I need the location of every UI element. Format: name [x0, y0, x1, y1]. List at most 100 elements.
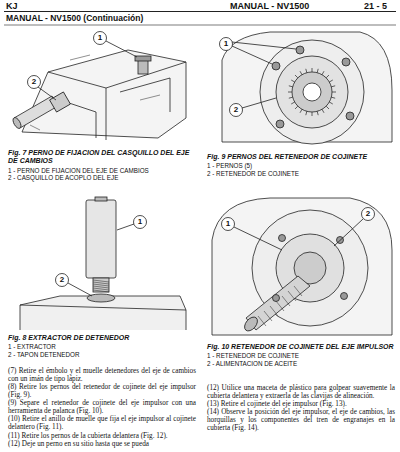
bearing-retainer-bolts-figure-part-part: [322, 109, 324, 112]
bearing-retainer-bolts-figure-part-part: [291, 80, 294, 82]
bearing-retainer-bolts-figure-part: [292, 72, 332, 112]
running-header: MANUAL - NV1500: [230, 1, 309, 11]
legend-item: 1 - RETENEDOR DE COJINETE: [207, 352, 395, 360]
bearing-retainer-bolts-figure-part-part: [312, 112, 313, 116]
text-column: (7) Retire el émbolo y el muelle detened…: [8, 367, 196, 448]
legend-item: 2 - TAPON DETENEDOR: [8, 351, 193, 359]
detent-puller-figure-part-part: [93, 280, 109, 282]
callout-number: 1: [134, 216, 146, 228]
shift-shaft-bushing-figure-part: [30, 55, 160, 130]
input-shaft-retainer-figure-part-part: [270, 306, 278, 316]
text-column: Fig. 9 PERNOS DEL RETENEDOR DE COJINETE1…: [207, 153, 395, 177]
detent-puller-figure-part: [93, 280, 109, 292]
bearing-retainer-bolts-figure-part-part: [291, 102, 294, 104]
input-shaft-retainer-figure-part: [362, 208, 375, 221]
shift-shaft-bushing-figure-part: [106, 41, 137, 57]
text-column: Fig. 7 PERNO DE FIJACION DEL CASQUILLO D…: [8, 149, 193, 182]
bearing-retainer-bolts-figure-part: [220, 38, 233, 51]
bearing-retainer-bolts-figure-part-part: [306, 69, 307, 73]
bearing-retainer-bolts-figure-part-part: [306, 111, 307, 115]
bearing-retainer-bolts-figure-part-part: [326, 106, 329, 109]
bearing-retainer-bolts-figure-part-part: [300, 71, 302, 74]
detent-puller-figure-part: [93, 278, 109, 292]
detent-puller-figure: [20, 197, 186, 330]
input-shaft-retainer-figure-part-part: [288, 291, 296, 301]
callout-number: 1: [220, 38, 232, 50]
input-shaft-retainer-figure-part-part: [279, 235, 286, 242]
input-shaft-retainer-figure-part-part: [341, 293, 348, 300]
body-paragraph: (12) Utilice una maceta de plástico para…: [207, 384, 395, 400]
body-paragraph: (8) Retire los pernos del retenedor de c…: [8, 383, 196, 399]
header-rule: [4, 12, 396, 26]
figure-caption: Fig. 8 EXTRACTOR DE DETENEDOR: [8, 334, 193, 342]
input-shaft-retainer-figure: [212, 198, 392, 335]
bearing-retainer-bolts-figure-part: [232, 46, 272, 64]
shift-shaft-bushing-figure-part: [38, 87, 56, 100]
detent-puller-figure-part: [20, 305, 186, 310]
detent-puller-figure-part-part: [93, 284, 109, 286]
shift-shaft-bushing-figure-part: [48, 62, 186, 140]
bearing-retainer-bolts-figure-part-part: [331, 97, 335, 98]
shift-shaft-bushing-figure-part: [11, 116, 22, 129]
detent-puller-figure-part: [134, 216, 147, 229]
input-shaft-retainer-figure-part: [258, 286, 302, 326]
input-shaft-retainer-figure-part-part: [276, 301, 284, 311]
bearing-retainer-bolts-figure-part-part: [322, 71, 324, 74]
bearing-retainer-bolts-figure-part: [303, 83, 321, 101]
bearing-retainer-bolts-figure-part-part: [276, 120, 284, 128]
input-shaft-retainer-figure-part: [273, 235, 348, 302]
bearing-retainer-bolts-figure-part-part: [295, 106, 298, 109]
bearing-retainer-bolts-figure-part-part: [332, 92, 336, 93]
legend-item: 2 - ALIMENTACION DE ACEITE: [207, 360, 395, 368]
text-column: Fig. 10 RETENEDOR DE COJINETE DEL EJE IM…: [207, 343, 395, 367]
header-rule-part: [4, 25, 396, 26]
bearing-retainer-bolts-figure-part-part: [317, 69, 318, 73]
bearing-retainer-bolts-figure-part-part: [312, 68, 313, 72]
detent-puller-figure-part: [86, 200, 116, 278]
legend-item: 1 - EXTRACTOR: [8, 343, 193, 351]
callout-number: 2: [28, 76, 40, 88]
detent-puller-figure-part-part: [93, 290, 109, 292]
legend-item: 2 - CASQUILLO DE ACOPLO DEL EJE: [8, 174, 193, 182]
bearing-retainer-bolts-figure-part-part: [317, 111, 318, 115]
detent-puller-figure-part-part: [93, 288, 109, 290]
input-shaft-retainer-figure-part: [212, 198, 392, 335]
bearing-retainer-bolts-figure-part: [276, 56, 348, 128]
shift-shaft-bushing-figure: [11, 32, 186, 141]
legend-item: 1 - PERNO DE FIJACION DEL EJE DE CAMBIOS: [8, 167, 193, 175]
detent-puller-figure-part: [117, 224, 134, 230]
bearing-retainer-bolts-figure-part-part: [272, 62, 280, 70]
input-shaft-retainer-figure-part: [222, 218, 235, 231]
shift-shaft-bushing-figure-part: [135, 56, 151, 61]
shift-shaft-bushing-figure-part: [22, 50, 186, 138]
bearing-retainer-bolts-figure-part-part: [296, 46, 304, 54]
bearing-retainer-bolts-figure-part: [232, 42, 296, 49]
detent-puller-figure-part: [95, 197, 107, 201]
bearing-retainer-bolts-figure-part-part: [346, 112, 354, 120]
callout-number: 2: [56, 274, 68, 286]
text-column: Fig. 8 EXTRACTOR DE DETENEDOR1 - EXTRACT…: [8, 334, 193, 358]
input-shaft-retainer-figure-part-part: [282, 296, 290, 306]
bearing-retainer-bolts-figure-part-part: [288, 92, 292, 93]
input-shaft-retainer-figure-part-part: [258, 316, 266, 326]
input-shaft-retainer-figure-part: [242, 315, 260, 334]
detent-puller-figure-part: [68, 283, 92, 296]
body-paragraph: (10) Retire el anillo de muelle que fija…: [8, 415, 196, 431]
detent-puller-figure-part-part: [93, 286, 109, 288]
callout-number: 2: [230, 104, 242, 116]
figure-caption: Fig. 7 PERNO DE FIJACION DEL CASQUILLO D…: [8, 149, 193, 166]
bearing-retainer-bolts-figure-part-part: [329, 102, 332, 104]
callout-number: 2: [362, 208, 374, 220]
header-rule-part: [4, 11, 396, 12]
legend-item: 1 - PERNOS (5): [207, 162, 395, 170]
body-paragraph: (11) Retire los pernos de la cubierta de…: [8, 432, 196, 440]
body-paragraph: (13) Retire el cojinete del eje impulsor…: [207, 400, 395, 408]
bearing-retainer-bolts-figure-part: [288, 68, 336, 116]
bearing-retainer-bolts-figure-part-part: [326, 75, 329, 78]
input-shaft-retainer-figure-part-part: [294, 286, 302, 296]
shift-shaft-bushing-figure-part: [28, 76, 41, 89]
bearing-retainer-bolts-figure: [220, 32, 393, 144]
body-paragraph: (12) Deje un perno en su sitio hasta que…: [8, 440, 196, 448]
input-shaft-retainer-figure-part: [234, 227, 282, 250]
bearing-retainer-bolts-figure-part-part: [289, 97, 293, 98]
